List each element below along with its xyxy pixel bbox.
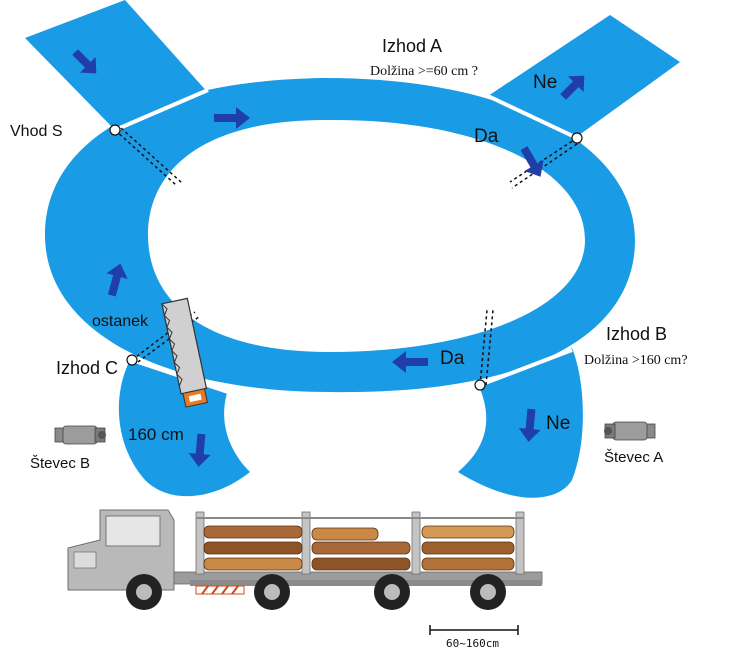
gate-entrance-s — [114, 88, 209, 132]
gate-dots — [109, 124, 583, 391]
label-entrance-s: Vhod S — [10, 123, 62, 140]
label-question-b: Dolžina >160 cm? — [584, 353, 688, 368]
label-exit-a: Izhod A — [382, 36, 442, 56]
exit-chute-c — [118, 360, 250, 497]
log-truck-icon — [67, 509, 543, 610]
label-exit-c: Izhod C — [56, 358, 118, 378]
arrow-entrance — [72, 49, 97, 74]
label-exit-b: Izhod B — [606, 324, 667, 344]
arrow-top-right — [214, 107, 250, 129]
labels: Vhod S Izhod A Dolžina >=60 cm ? Ne Da I… — [10, 36, 688, 650]
label-no-a: Ne — [533, 72, 557, 93]
saw-icon — [161, 297, 208, 408]
arrow-da-b — [392, 351, 428, 373]
arrow-da-a — [520, 146, 544, 177]
direction-arrows — [72, 49, 585, 467]
exit-chute-b — [458, 348, 583, 498]
truck-wheels — [126, 574, 506, 610]
gate-exit-b — [479, 348, 573, 387]
label-question-a: Dolžina >=60 cm ? — [370, 64, 478, 79]
camera-icon — [54, 425, 106, 445]
label-counter-a: Števec A — [604, 449, 663, 466]
gate-exit-a — [487, 94, 578, 140]
label-yes-a: Da — [474, 126, 499, 147]
arrow-ne-a — [560, 75, 585, 100]
label-scale-range: 60~160cm — [446, 637, 499, 650]
arrow-ne-b — [518, 408, 541, 442]
label-yes-b: Da — [440, 348, 465, 369]
conveyor-belt — [25, 0, 680, 498]
arrow-left-up — [106, 263, 128, 297]
label-counter-b: Števec B — [30, 455, 90, 472]
label-remainder: ostanek — [92, 313, 149, 330]
entrance-chute-s — [25, 0, 210, 130]
scale-bar — [429, 625, 519, 635]
camera-icon — [604, 421, 656, 441]
arrow-exit-c — [188, 433, 211, 467]
label-cut-length: 160 cm — [128, 425, 184, 444]
label-no-b: Ne — [546, 413, 570, 434]
